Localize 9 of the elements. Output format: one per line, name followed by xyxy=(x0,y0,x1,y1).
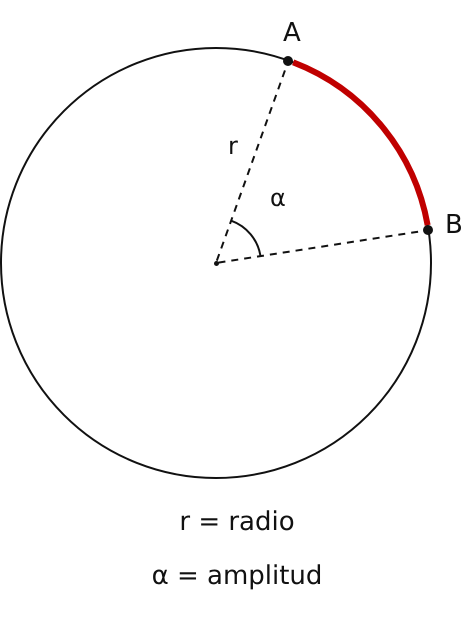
point-dot xyxy=(214,260,218,266)
point-label: A xyxy=(283,20,301,46)
arc xyxy=(292,60,431,226)
point-label: B xyxy=(445,212,463,238)
point-dot xyxy=(423,225,434,236)
angle-label: α xyxy=(270,186,286,210)
legend-text: α = amplitud xyxy=(152,563,322,589)
point-dot xyxy=(283,56,294,66)
legend-text: r = radio xyxy=(179,509,295,535)
